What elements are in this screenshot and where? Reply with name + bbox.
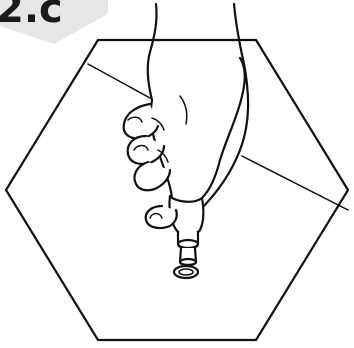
- dropper-tip-inner: [179, 269, 193, 275]
- step-badge: 2.c: [0, 0, 108, 44]
- hand-holding-dropper-bottle-icon: [124, 4, 248, 278]
- dropper-tip-ring: [174, 266, 198, 278]
- step-label: 2.c: [0, 0, 63, 32]
- bottle-nozzle: [180, 248, 196, 265]
- surface-edge-line-left: [88, 64, 150, 98]
- forearm: [148, 4, 157, 100]
